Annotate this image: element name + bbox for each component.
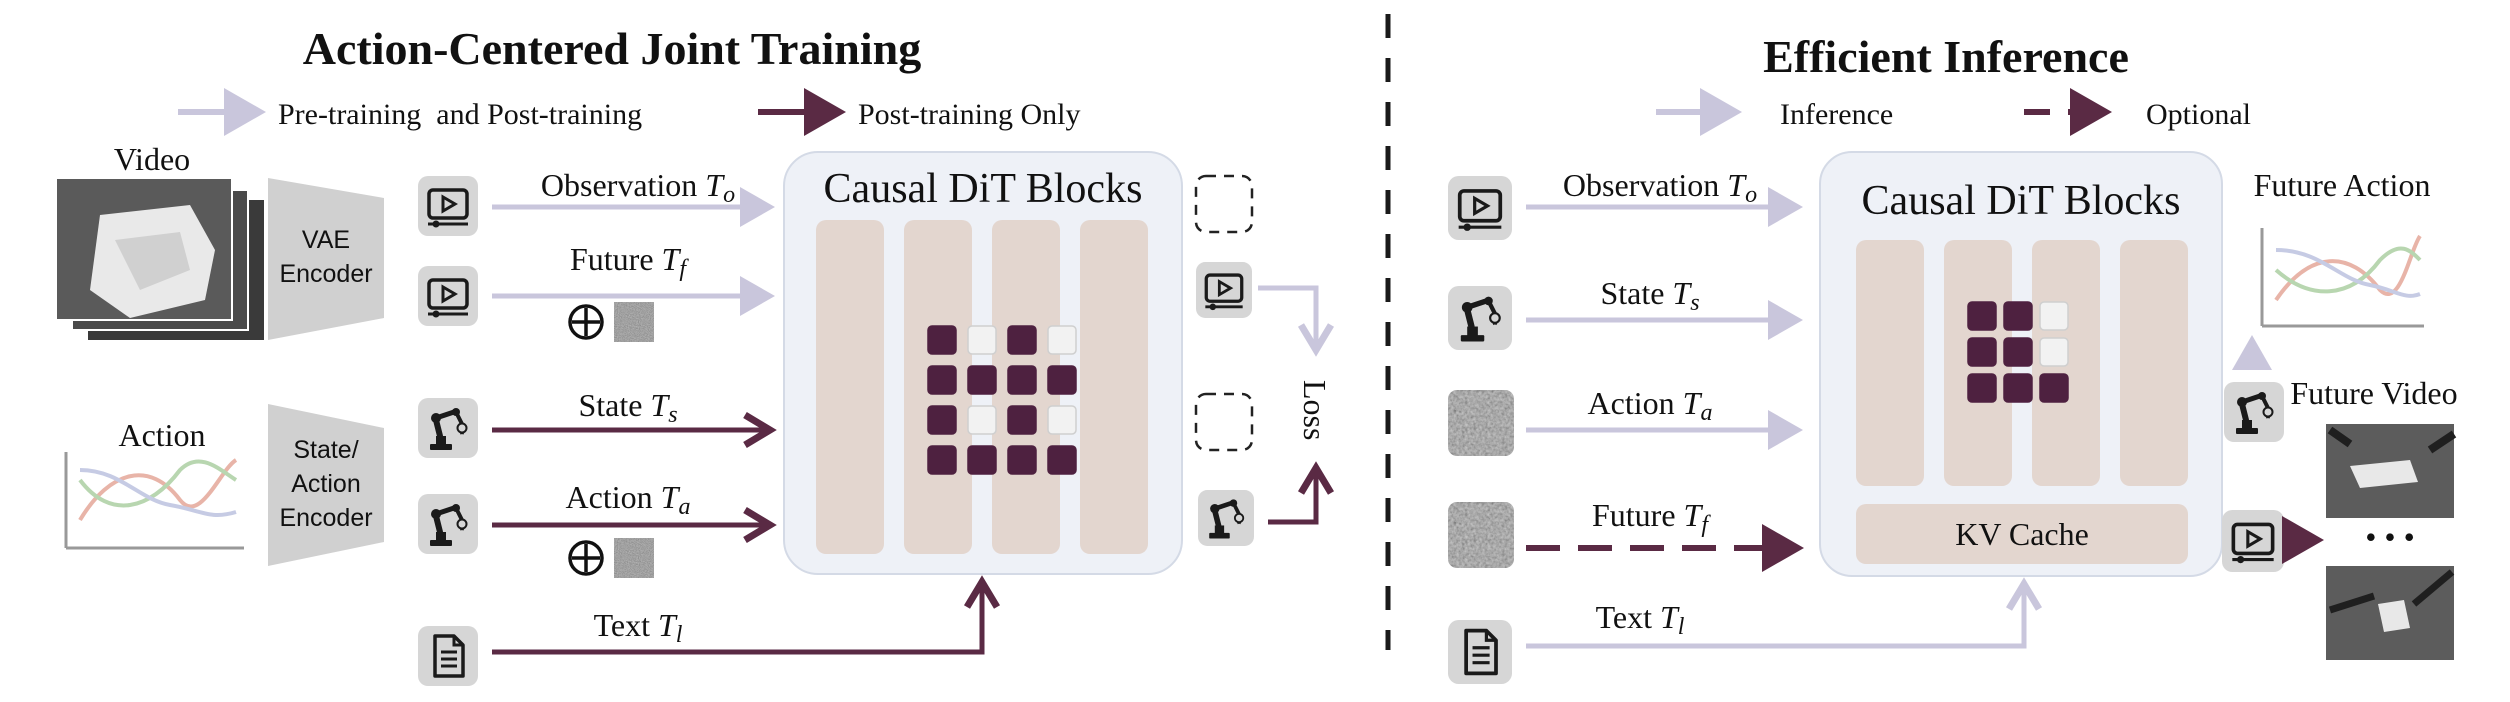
future-video-frame-1 bbox=[2326, 424, 2457, 518]
right-input-text: Text Tl bbox=[1596, 599, 1685, 640]
attention-cell bbox=[1047, 325, 1077, 355]
state-action-encoder-shape bbox=[268, 404, 384, 566]
attention-cell bbox=[967, 405, 997, 435]
video-play-icon bbox=[1196, 262, 1252, 318]
action-chart-thumbnail bbox=[64, 452, 244, 550]
video-play-icon bbox=[1448, 176, 1512, 240]
right-input-action: Action Ta bbox=[1588, 385, 1713, 426]
future-action-chart bbox=[2260, 228, 2424, 328]
action-chart-label: Action bbox=[118, 417, 205, 453]
legend-light-label: Pre-training and Post-training bbox=[278, 98, 642, 131]
right-input-future: Future Tf bbox=[1592, 497, 1711, 538]
robot-arm-icon bbox=[418, 398, 478, 458]
left-input-observation: Observation To bbox=[541, 167, 735, 208]
video-loss-arrow bbox=[1258, 285, 1335, 357]
right-input-state: State Ts bbox=[1600, 275, 1699, 316]
robot-arm-icon bbox=[418, 494, 478, 554]
right-attention-mask bbox=[1967, 301, 2069, 403]
noise-icon bbox=[1448, 390, 1514, 456]
robot-arm-icon bbox=[1198, 490, 1254, 546]
future-video-frame-2 bbox=[2326, 566, 2455, 660]
attention-cell bbox=[927, 405, 957, 435]
future-video-ellipsis: • • • bbox=[2365, 519, 2415, 555]
attention-cell bbox=[2039, 373, 2069, 403]
document-icon bbox=[1448, 620, 1512, 684]
video-play-icon bbox=[2222, 510, 2284, 572]
vae-encoder-line1: VAE bbox=[302, 226, 350, 254]
attention-cell bbox=[1007, 365, 1037, 395]
attention-cell bbox=[1007, 325, 1037, 355]
attention-cell bbox=[1007, 405, 1037, 435]
right-dit-title: Causal DiT Blocks bbox=[1862, 178, 2181, 224]
right-input-observation: Observation To bbox=[1563, 167, 1757, 208]
kv-cache-box bbox=[1856, 504, 2188, 564]
attention-cell bbox=[2003, 337, 2033, 367]
state-action-encoder-line3: Encoder bbox=[279, 504, 372, 532]
video-frames bbox=[55, 177, 264, 340]
document-icon bbox=[418, 626, 478, 686]
robot-arm-icon bbox=[2224, 382, 2284, 442]
future-video-label: Future Video bbox=[2290, 375, 2457, 411]
left-input-state: State Ts bbox=[578, 387, 677, 428]
attention-cell bbox=[967, 445, 997, 475]
loss-label: Loss bbox=[1297, 380, 1333, 440]
vae-encoder-shape bbox=[268, 178, 384, 340]
kv-cache-label: KV Cache bbox=[1955, 516, 2089, 552]
left-input-text: Text Tl bbox=[594, 607, 683, 648]
attention-cell bbox=[1967, 337, 1997, 367]
left-input-action: Action Ta bbox=[566, 479, 691, 520]
masked-output-slot bbox=[1194, 174, 1254, 234]
video-label: Video bbox=[114, 141, 190, 177]
attention-cell bbox=[1047, 445, 1077, 475]
future-action-label: Future Action bbox=[2254, 167, 2431, 203]
video-play-icon bbox=[418, 266, 478, 326]
action-loss-arrow bbox=[1268, 461, 1335, 525]
attention-cell bbox=[1007, 445, 1037, 475]
legend-dark-label: Post-training Only bbox=[858, 98, 1081, 131]
legend-dashed-label: Optional bbox=[2146, 98, 2251, 131]
left-dit-title: Causal DiT Blocks bbox=[824, 166, 1143, 212]
left-panel-title: Action-Centered Joint Training bbox=[303, 23, 921, 74]
noise-icon bbox=[1448, 502, 1514, 568]
text-arrow bbox=[492, 575, 1001, 655]
attention-cell bbox=[1967, 373, 1997, 403]
noise-icon bbox=[614, 302, 654, 342]
left-attention-mask bbox=[927, 325, 1077, 475]
add-noise-icon bbox=[568, 540, 604, 576]
attention-cell bbox=[927, 325, 957, 355]
attention-cell bbox=[1047, 405, 1077, 435]
state-action-encoder-line2: Action bbox=[291, 470, 360, 498]
right-panel-title: Efficient Inference bbox=[1763, 31, 2129, 82]
attention-cell bbox=[2003, 373, 2033, 403]
noise-icon bbox=[614, 538, 654, 578]
video-play-icon bbox=[418, 176, 478, 236]
attention-cell bbox=[2039, 301, 2069, 331]
attention-cell bbox=[967, 325, 997, 355]
attention-cell bbox=[2039, 337, 2069, 367]
vae-encoder-line2: Encoder bbox=[279, 260, 372, 288]
legend-solid-label: Inference bbox=[1780, 98, 1893, 131]
add-noise-icon bbox=[568, 304, 604, 340]
attention-cell bbox=[2003, 301, 2033, 331]
attention-cell bbox=[927, 445, 957, 475]
right-text-arrow bbox=[1526, 577, 2043, 649]
attention-cell bbox=[1967, 301, 1997, 331]
attention-cell bbox=[1047, 365, 1077, 395]
robot-arm-icon bbox=[1448, 286, 1512, 350]
attention-cell bbox=[967, 365, 997, 395]
masked-output-slot bbox=[1194, 392, 1254, 452]
state-action-encoder-line1: State/ bbox=[293, 436, 358, 464]
left-input-future: Future Tf bbox=[570, 241, 689, 282]
attention-cell bbox=[927, 365, 957, 395]
